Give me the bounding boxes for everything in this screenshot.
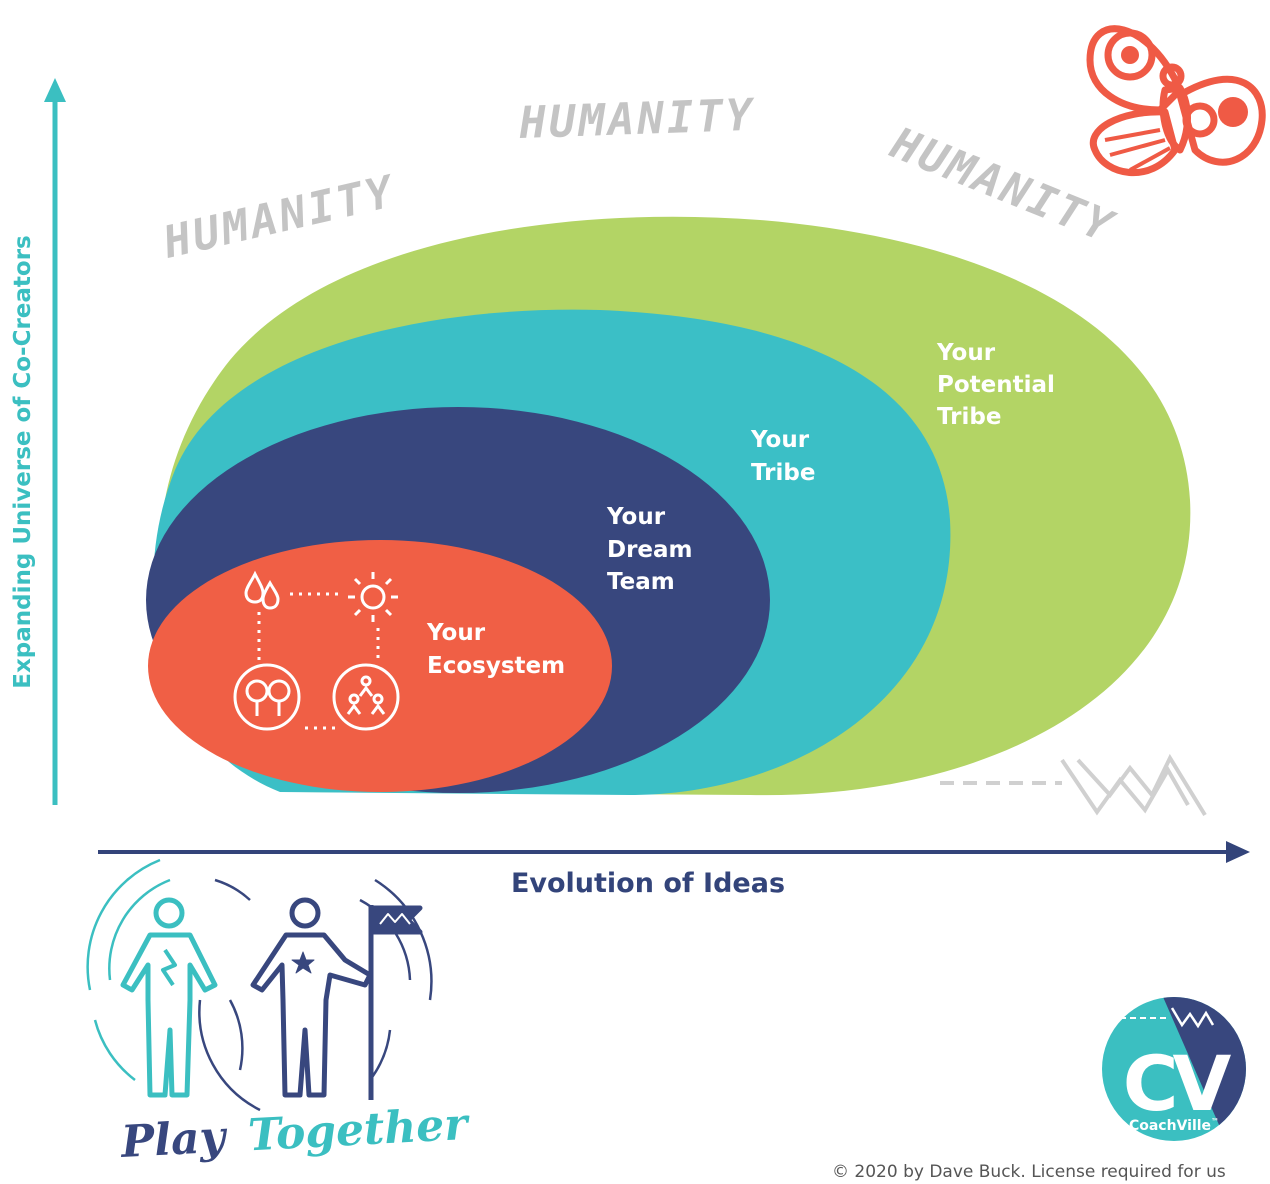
people-icon xyxy=(332,663,400,731)
play-word: Play xyxy=(118,1111,230,1168)
x-axis-label: Evolution of Ideas xyxy=(511,868,785,899)
trees-icon xyxy=(233,663,301,731)
y-axis-arrowhead xyxy=(44,78,66,102)
butterfly-icon xyxy=(1086,25,1266,177)
humanity-left: HUMANITY xyxy=(158,166,401,269)
dream-team-label-3: Team xyxy=(607,569,675,595)
tribe-label-1: Your xyxy=(750,427,810,453)
water-drops-icon xyxy=(244,570,280,610)
zigzag-icon xyxy=(940,753,1207,817)
tribe-label-2: Tribe xyxy=(751,460,815,486)
logo-name: CoachVille™ xyxy=(1129,1117,1219,1134)
dream-team-label-1: Your xyxy=(606,504,666,530)
copyright-text: © 2020 by Dave Buck. License required fo… xyxy=(832,1162,1226,1182)
ecosystem-label-2: Ecosystem xyxy=(427,653,565,679)
potential-tribe-label-2: Potential xyxy=(937,372,1055,398)
potential-tribe-label-1: Your xyxy=(936,340,996,366)
y-axis-label: Expanding Universe of Co-Creators xyxy=(10,235,36,688)
logo-letters: CV xyxy=(1123,1039,1232,1128)
play-figures-waves xyxy=(86,858,433,1112)
humanity-right: HUMANITY xyxy=(883,118,1122,254)
teal-figure-icon xyxy=(120,897,218,1098)
ecosystem-label-1: Your xyxy=(426,620,486,646)
coachville-logo: CV CoachVille™ xyxy=(1102,997,1246,1141)
x-axis-arrowhead xyxy=(1226,841,1250,863)
sun-icon xyxy=(348,572,398,622)
dream-team-label-2: Dream xyxy=(607,537,693,563)
humanity-center: HUMANITY xyxy=(518,90,757,149)
play-together-logo: Play Together xyxy=(118,1099,472,1168)
together-word: Together xyxy=(247,1099,471,1162)
potential-tribe-label-3: Tribe xyxy=(937,404,1001,430)
navy-figure-icon xyxy=(250,897,423,1100)
